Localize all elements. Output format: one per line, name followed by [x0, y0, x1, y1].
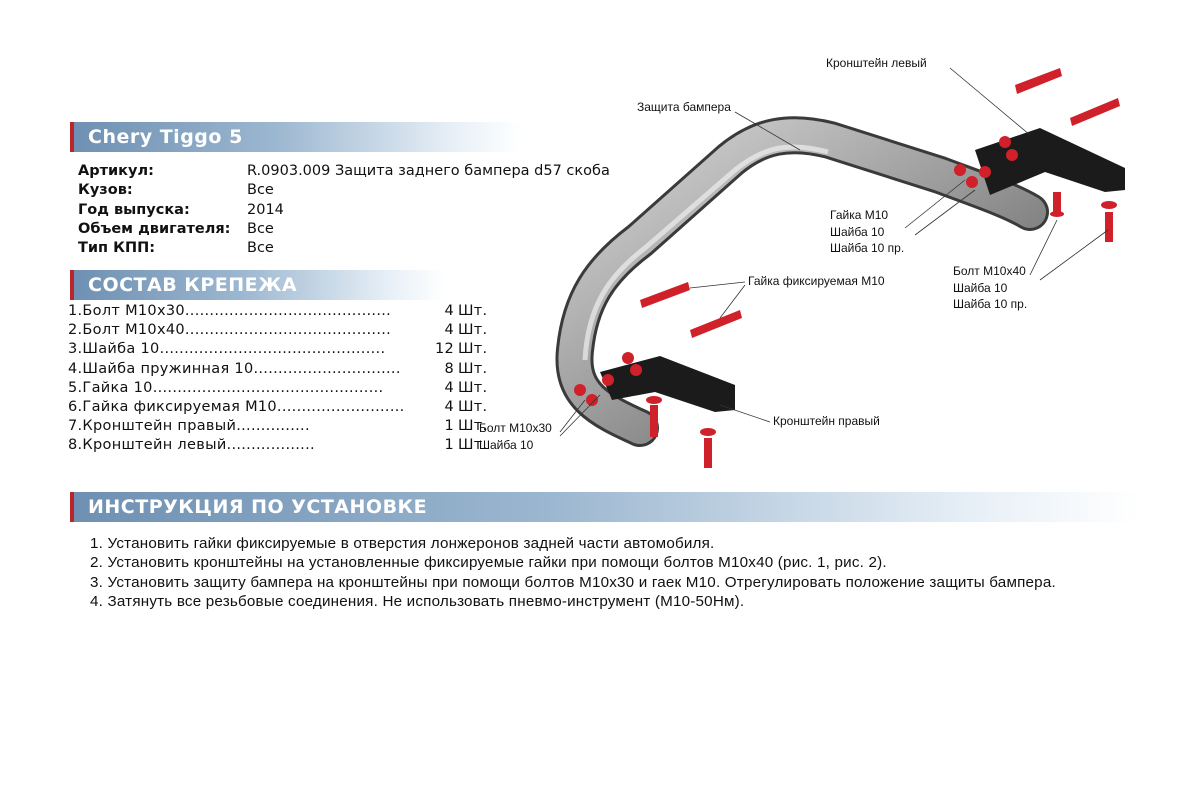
- list-item: 3.Шайба 10..............................…: [68, 340, 487, 359]
- list-item: 6.Гайка фиксируемая М10.................…: [68, 398, 487, 417]
- info-value: Все: [247, 182, 274, 199]
- fasteners-title-bar: СОСТАВ КРЕПЕЖА: [70, 270, 446, 300]
- vehicle-title-bar: Chery Tiggo 5: [70, 122, 522, 152]
- item-qty: 12: [434, 341, 454, 358]
- label-nut-group: Гайка М10 Шайба 10 Шайба 10 пр.: [830, 207, 904, 257]
- info-label: Объем двигателя:: [78, 220, 231, 237]
- leader-lines: [559, 67, 1109, 437]
- info-label: Артикул:: [78, 163, 154, 179]
- item-qty: 4: [444, 303, 454, 319]
- info-row: Артикул: R.0903.009 Защита заднего бампер…: [78, 162, 610, 181]
- instruction-step: 4. Затянуть все резьбовые соединения. Не…: [90, 592, 745, 610]
- item-unit: Шт.: [458, 341, 488, 358]
- list-item: 2.Болт М10х40...........................…: [68, 321, 487, 340]
- label-fixed-nut: Гайка фиксируемая М10: [748, 274, 885, 288]
- label-line: Болт М10х30: [479, 421, 552, 435]
- item-qty: 1: [444, 437, 454, 454]
- list-item: 4.Шайба пружинная 10....................…: [68, 360, 487, 379]
- fasteners-list: 1.Болт М10х30...........................…: [68, 302, 487, 456]
- info-value: Все: [247, 240, 274, 257]
- label-bracket-left: Кронштейн левый: [826, 56, 927, 70]
- instruction-step: 2. Установить кронштейны на установленны…: [90, 554, 887, 572]
- item-qty: 4: [444, 399, 454, 416]
- item-qty: 1: [444, 418, 454, 435]
- item-name: 3.Шайба 10..............................…: [68, 341, 386, 358]
- vehicle-info: Артикул: R.0903.009 Защита заднего бампер…: [78, 162, 610, 258]
- instructions-title: ИНСТРУКЦИЯ ПО УСТАНОВКЕ: [88, 496, 428, 518]
- label-line: Болт М10х40: [953, 264, 1026, 278]
- info-row: Кузов: Все: [78, 181, 610, 200]
- vehicle-title: Chery Tiggo 5: [88, 126, 243, 148]
- info-label: Год выпуска:: [78, 201, 190, 218]
- instructions-title-bar: ИНСТРУКЦИЯ ПО УСТАНОВКЕ: [70, 492, 1140, 522]
- item-name: 6.Гайка фиксируемая М10.................…: [68, 399, 405, 416]
- item-name: 7.Кронштейн правый...............: [68, 418, 310, 435]
- label-line: Шайба 10: [953, 280, 1008, 295]
- info-row: Тип КПП: Все: [78, 239, 610, 258]
- item-name: 2.Болт М10х40...........................…: [68, 322, 392, 339]
- label-line: Шайба 10 пр.: [830, 241, 905, 255]
- item-unit: Шт.: [458, 379, 488, 396]
- label-bolt30-group: Болт М10х30 Шайба 10: [479, 420, 552, 453]
- fastener-parts: [574, 68, 1120, 468]
- item-name: 4.Шайба пружинная 10....................…: [68, 360, 401, 377]
- instruction-step: 3. Установить защиту бампера на кронштей…: [90, 573, 1056, 591]
- info-value: R.0903.009 Защита заднего бампера d57 ск…: [247, 163, 610, 179]
- list-item: 5.Гайка 10..............................…: [68, 379, 487, 398]
- label-bolt40-group: Болт М10х40 Шайба 10 Шайба 10 пр.: [953, 263, 1027, 313]
- item-qty: 4: [444, 322, 454, 339]
- item-unit: Шт.: [458, 360, 488, 377]
- label-bracket-right: Кронштейн правый: [773, 414, 880, 428]
- item-unit: Шт.: [458, 418, 488, 435]
- item-qty: 4: [444, 379, 454, 396]
- info-row: Объем двигателя: Все: [78, 220, 610, 239]
- label-line: Шайба 10 пр.: [953, 297, 1028, 311]
- item-unit: Шт.: [458, 437, 488, 454]
- item-name: 8.Кронштейн левый..................: [68, 437, 315, 454]
- item-unit: Шт.: [458, 303, 488, 319]
- instructions-list: 1. Установить гайки фиксируемые в отверс…: [70, 534, 1130, 611]
- instruction-step: 1. Установить гайки фиксируемые в отверс…: [90, 535, 715, 552]
- item-qty: 8: [444, 360, 454, 377]
- label-line: Шайба 10: [479, 437, 534, 452]
- item-name: 5.Гайка 10..............................…: [68, 379, 384, 396]
- list-item: 1.Болт М10х30...........................…: [68, 302, 487, 321]
- info-label: Тип КПП:: [78, 240, 156, 257]
- label-bumper-guard: Защита бампера: [637, 100, 731, 114]
- info-label: Кузов:: [78, 182, 133, 199]
- item-unit: Шт.: [458, 322, 488, 339]
- fasteners-title: СОСТАВ КРЕПЕЖА: [88, 274, 298, 296]
- label-line: Шайба 10: [830, 224, 885, 239]
- item-unit: Шт.: [458, 399, 488, 416]
- label-line: Гайка М10: [830, 208, 889, 222]
- info-row: Год выпуска: 2014: [78, 201, 610, 220]
- bracket-left: [975, 128, 1125, 195]
- info-value: 2014: [247, 201, 284, 218]
- info-value: Все: [247, 220, 274, 237]
- item-name: 1.Болт М10х30...........................…: [68, 303, 392, 319]
